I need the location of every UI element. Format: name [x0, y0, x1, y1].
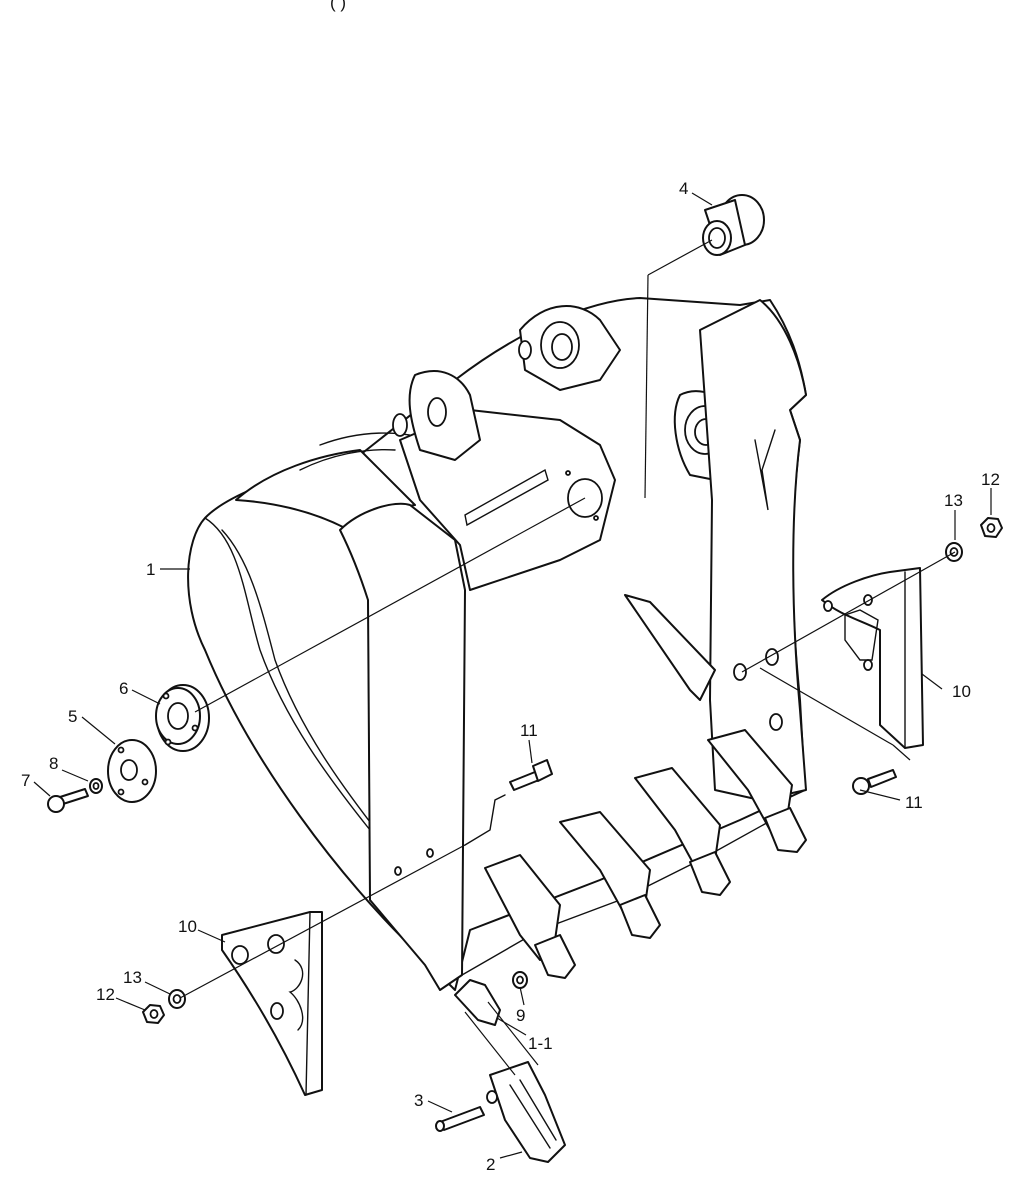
tooth-3 — [619, 894, 661, 939]
washer-part-8 — [89, 778, 103, 794]
bucket-body — [187, 297, 807, 991]
callout-11-right: 11 — [905, 793, 923, 812]
washer-part-13-left — [168, 989, 186, 1009]
callout-1-1: 1-1 — [528, 1034, 553, 1053]
callout-leaders — [33, 192, 992, 1159]
callout-11-center: 11 — [520, 721, 538, 740]
callout-6: 6 — [119, 679, 128, 698]
callout-10-left: 10 — [178, 917, 197, 936]
shim-part-6 — [155, 684, 210, 752]
callout-2: 2 — [486, 1155, 495, 1174]
bushing-part-4 — [702, 194, 765, 256]
callout-5: 5 — [68, 707, 77, 726]
callout-4: 4 — [679, 179, 688, 198]
tooth-1 — [454, 979, 501, 1026]
callout-12-right: 12 — [981, 470, 1000, 489]
bolt-part-11-right — [852, 769, 897, 795]
nut-part-12-left — [142, 1004, 165, 1024]
callout-13-left: 13 — [123, 968, 142, 987]
tooth-detail — [435, 1061, 566, 1163]
assembly-lines — [179, 239, 956, 1076]
callout-13-right: 13 — [944, 491, 963, 510]
tooth-row — [454, 729, 807, 1026]
callout-3: 3 — [414, 1091, 423, 1110]
bolt-part-7 — [47, 788, 89, 813]
pin-part-3 — [439, 1106, 485, 1131]
nut-part-12-right — [980, 517, 1003, 538]
tooth-4 — [689, 851, 731, 896]
callout-7: 7 — [21, 771, 30, 790]
callout-labels: 1 4 6 5 8 7 11 11 9 1-1 3 2 10 10 13 12 … — [21, 179, 1000, 1174]
plate-part-5 — [107, 739, 157, 803]
tooth-5 — [764, 807, 807, 853]
washer-part-9 — [512, 971, 528, 989]
side-cutter-right — [821, 567, 924, 749]
header-fragment: ( ) — [330, 0, 346, 12]
callout-10-right: 10 — [952, 682, 971, 701]
callout-1: 1 — [146, 560, 155, 579]
bolt-part-11-center — [509, 759, 553, 791]
callout-8: 8 — [49, 754, 58, 773]
callout-9: 9 — [516, 1006, 525, 1025]
side-cutter-left — [221, 911, 323, 1096]
tooth-2 — [534, 934, 576, 979]
callout-12-left: 12 — [96, 985, 115, 1004]
